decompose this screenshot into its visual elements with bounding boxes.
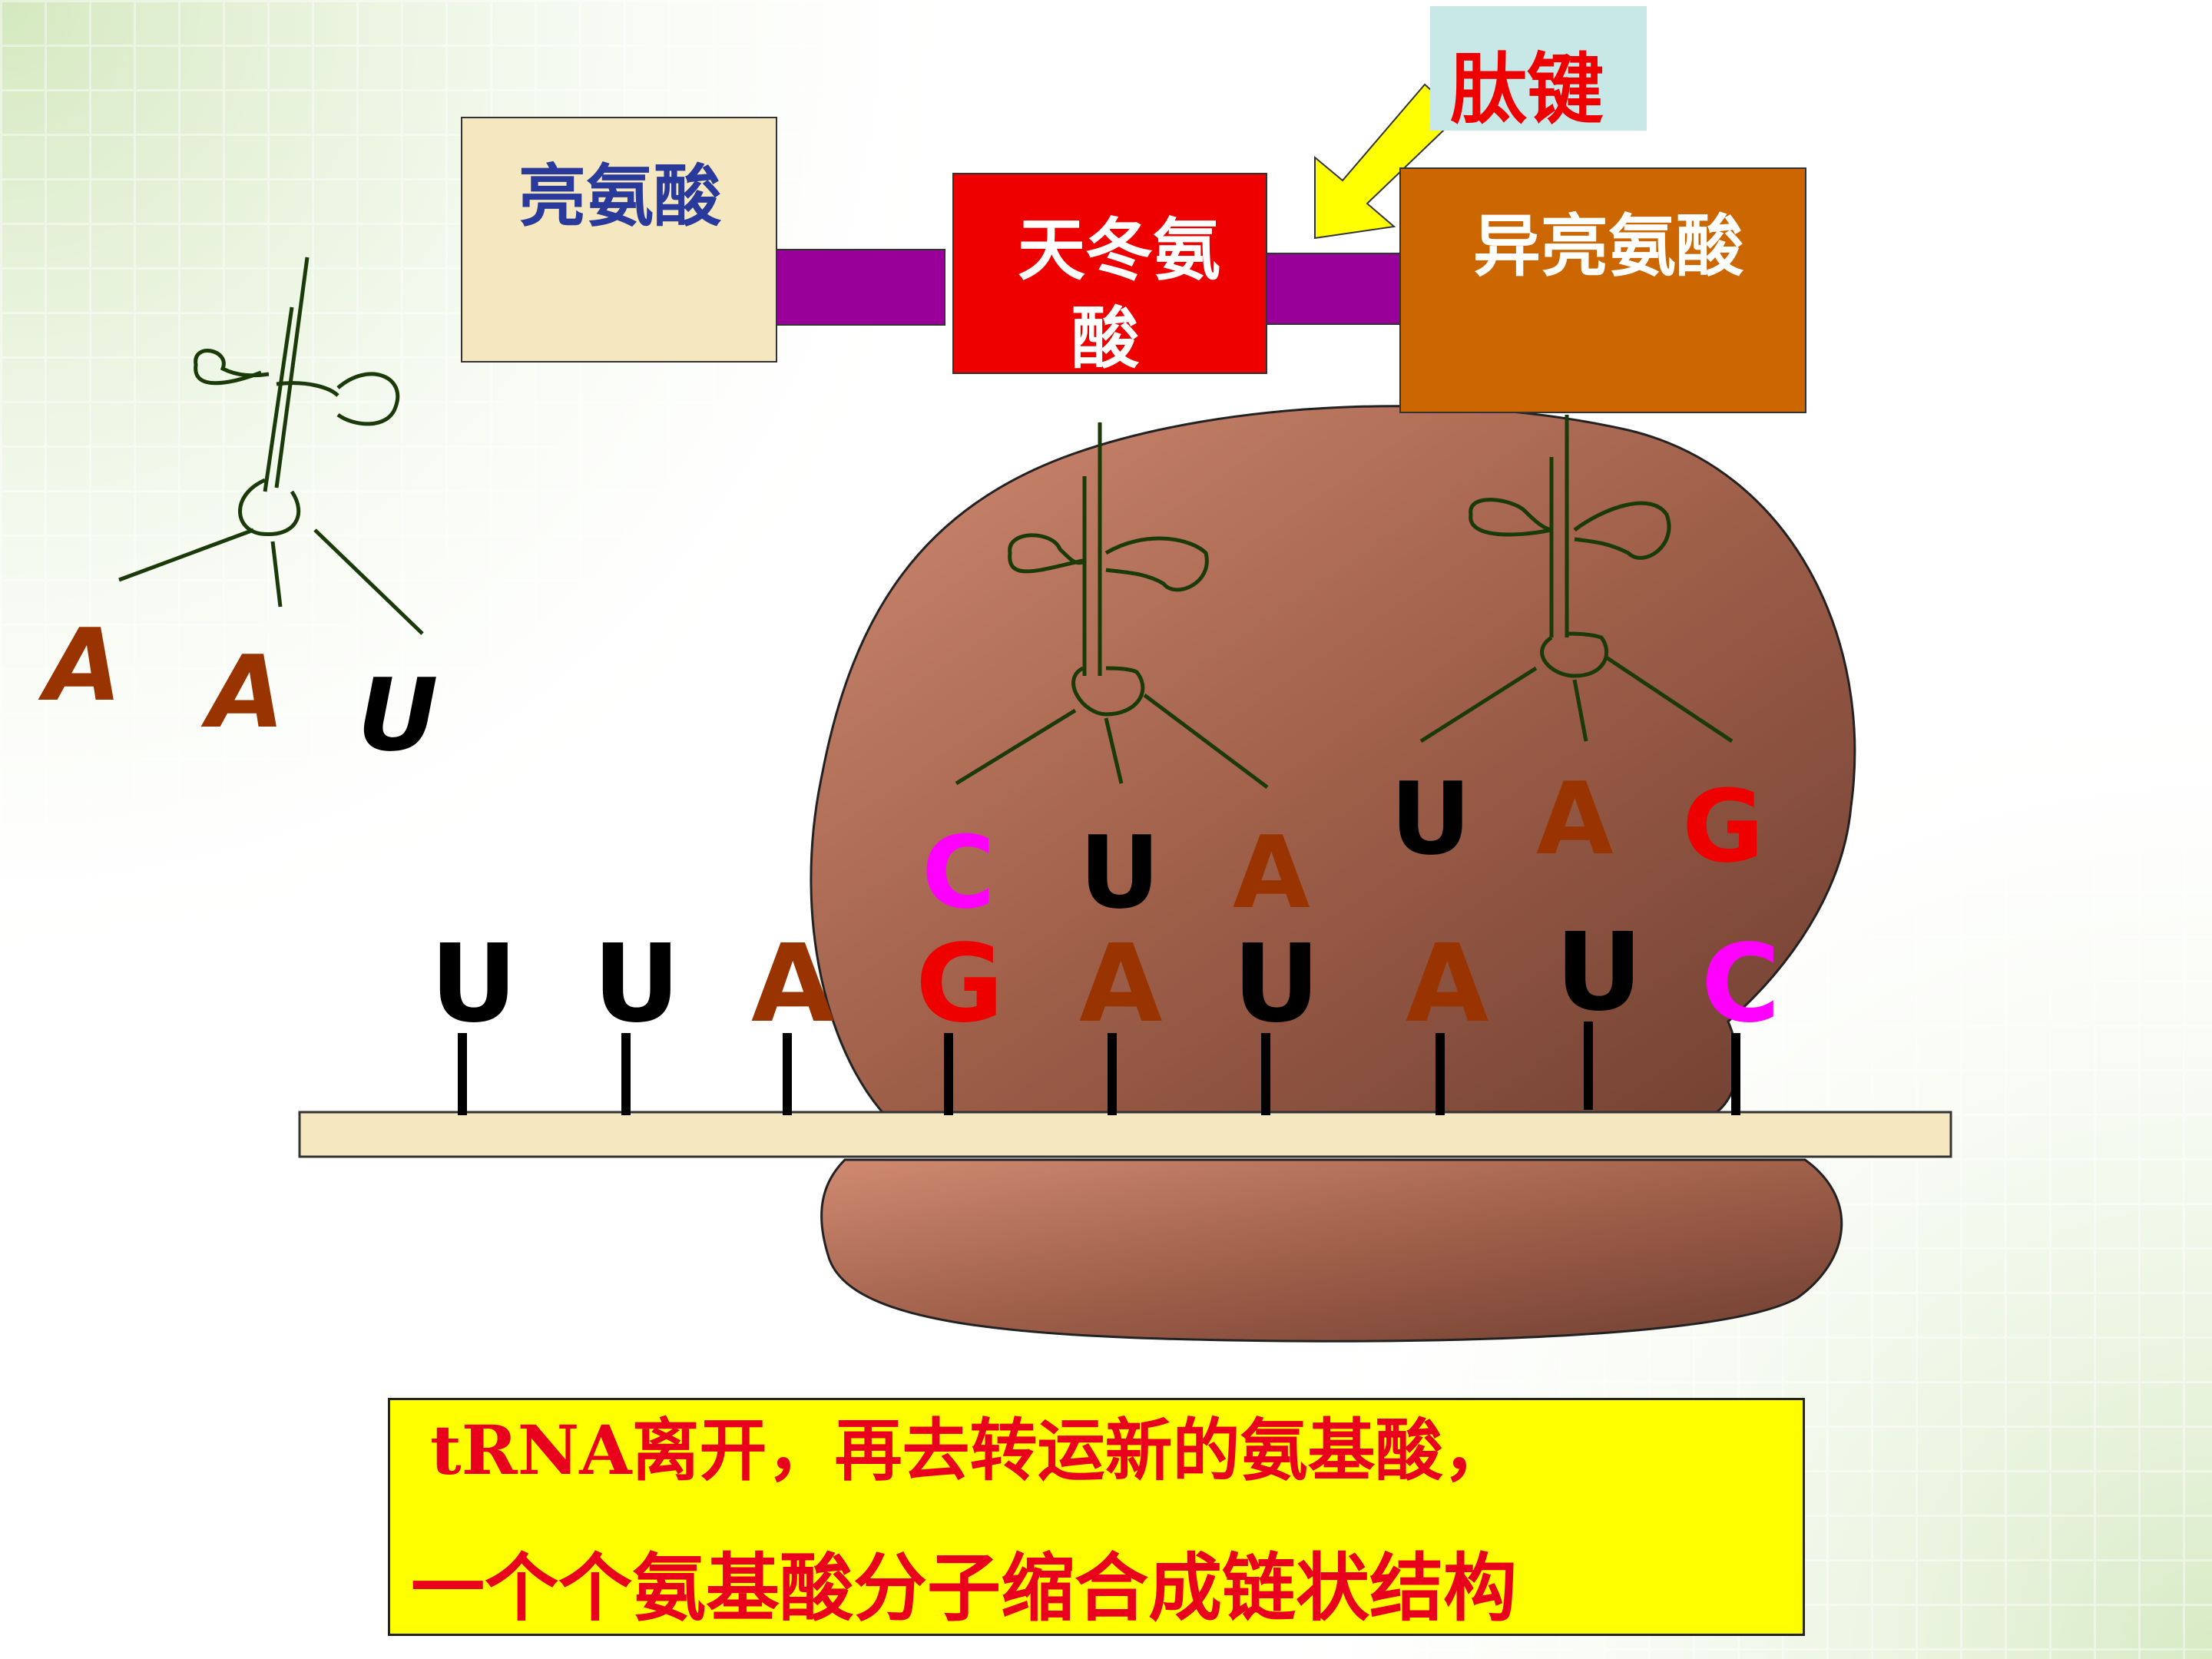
trna-aspartic xyxy=(955,422,1269,789)
free-anticodon-base-1: A xyxy=(45,607,122,724)
aspartic-acid-label-line1: 天冬氨 xyxy=(1018,210,1221,290)
peptide-bond-label-box xyxy=(1430,6,1647,131)
peptide-bond-2 xyxy=(1259,253,1406,325)
caption-box xyxy=(388,1398,1805,1636)
caption-line-2: 一个个氨基酸分子缩合成链状结构 xyxy=(411,1545,1517,1631)
free-anticodon-base-2: A xyxy=(207,634,285,750)
mrna-base-8: U xyxy=(1555,910,1643,1035)
isoleucine-label: 异亮氨酸 xyxy=(1473,206,1744,286)
mrna-base-6: U xyxy=(1233,922,1320,1047)
mrna-base-2: U xyxy=(593,922,680,1047)
leucine-label: 亮氨酸 xyxy=(518,156,722,236)
trna1-anticodon-base-3: A xyxy=(1233,814,1310,931)
mrna-base-4: G xyxy=(916,922,1004,1047)
leucine-box xyxy=(461,117,777,363)
trna-free xyxy=(118,257,424,635)
trna1-anticodon-base-1: C xyxy=(922,814,995,931)
trna2-anticodon-base-2: A xyxy=(1536,760,1614,877)
peptide-bond-label: 肽键 xyxy=(1450,44,1604,134)
peptide-bond-1 xyxy=(775,249,945,326)
free-anticodon-base-3: U xyxy=(357,657,439,773)
mrna-base-9: C xyxy=(1701,922,1780,1047)
mrna-base-5: A xyxy=(1079,922,1163,1047)
ribosome-small-subunit xyxy=(820,1158,1843,1343)
aspartic-acid-label-line2: 酸 xyxy=(1071,298,1140,378)
trna-isoleucine xyxy=(1419,415,1734,743)
trna2-anticodon-base-3: G xyxy=(1682,768,1764,885)
trna2-anticodon-base-1: U xyxy=(1390,760,1472,877)
mrna-base-3: A xyxy=(751,922,835,1047)
mrna-strand xyxy=(298,1111,1952,1158)
isoleucine-box xyxy=(1399,167,1806,413)
trna1-anticodon-base-2: U xyxy=(1079,814,1161,931)
aspartic-acid-box xyxy=(952,173,1267,374)
mrna-base-1: U xyxy=(430,922,518,1047)
mrna-base-7: A xyxy=(1406,922,1489,1047)
caption-line-1: tRNA离开，再去转运新的氨基酸， xyxy=(430,1410,1511,1490)
mrna-base-ticks xyxy=(458,1022,1740,1115)
